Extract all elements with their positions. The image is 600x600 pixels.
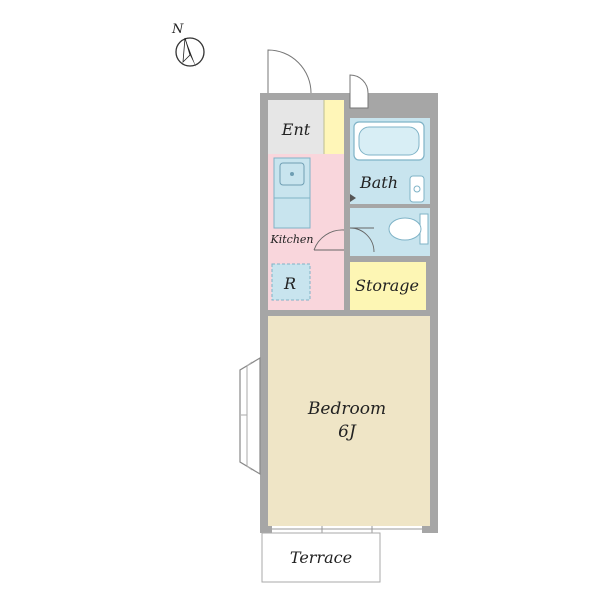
shoe-closet (324, 100, 344, 154)
kitchen-door-swing (313, 229, 345, 251)
terrace-label: Terrace (290, 548, 352, 567)
storage-area (350, 262, 426, 310)
bay-window-sash (246, 361, 253, 471)
entrance-area (268, 100, 324, 154)
terrace-area (261, 532, 381, 583)
refrigerator-space (271, 263, 311, 301)
north-arrow-icon (185, 38, 196, 67)
interior-wall (344, 100, 350, 310)
toilet-icon (388, 217, 422, 241)
bath-door-swing (349, 74, 369, 109)
storage-label: Storage (355, 276, 419, 295)
toilet-door-swing (349, 227, 375, 253)
bathtub-basin (358, 126, 420, 156)
washbasin-icon (409, 175, 425, 203)
bath-door-mark (350, 194, 356, 202)
bath-wall (350, 204, 430, 208)
bedroom-area (268, 316, 430, 526)
bedroom-wall (268, 310, 430, 316)
bedroom-size-label: 6J (338, 422, 357, 442)
bay-window (239, 356, 261, 476)
sink-drain-icon (290, 172, 294, 176)
toilet-wall (350, 256, 430, 262)
north-arrow-outline (182, 37, 191, 64)
compass-letter: N (171, 22, 184, 37)
bath-label: Bath (359, 173, 398, 192)
bedroom-label: Bedroom (307, 399, 386, 419)
entrance-door-swing (267, 49, 312, 94)
kitchen-counter (273, 157, 311, 229)
kitchen-label: Kitchen (270, 233, 314, 246)
washbasin-bowl (413, 185, 421, 193)
compass: N (171, 22, 205, 67)
entrance-label: Ent (281, 120, 311, 139)
sink-icon (279, 162, 305, 186)
refrigerator-label: R (283, 274, 296, 293)
